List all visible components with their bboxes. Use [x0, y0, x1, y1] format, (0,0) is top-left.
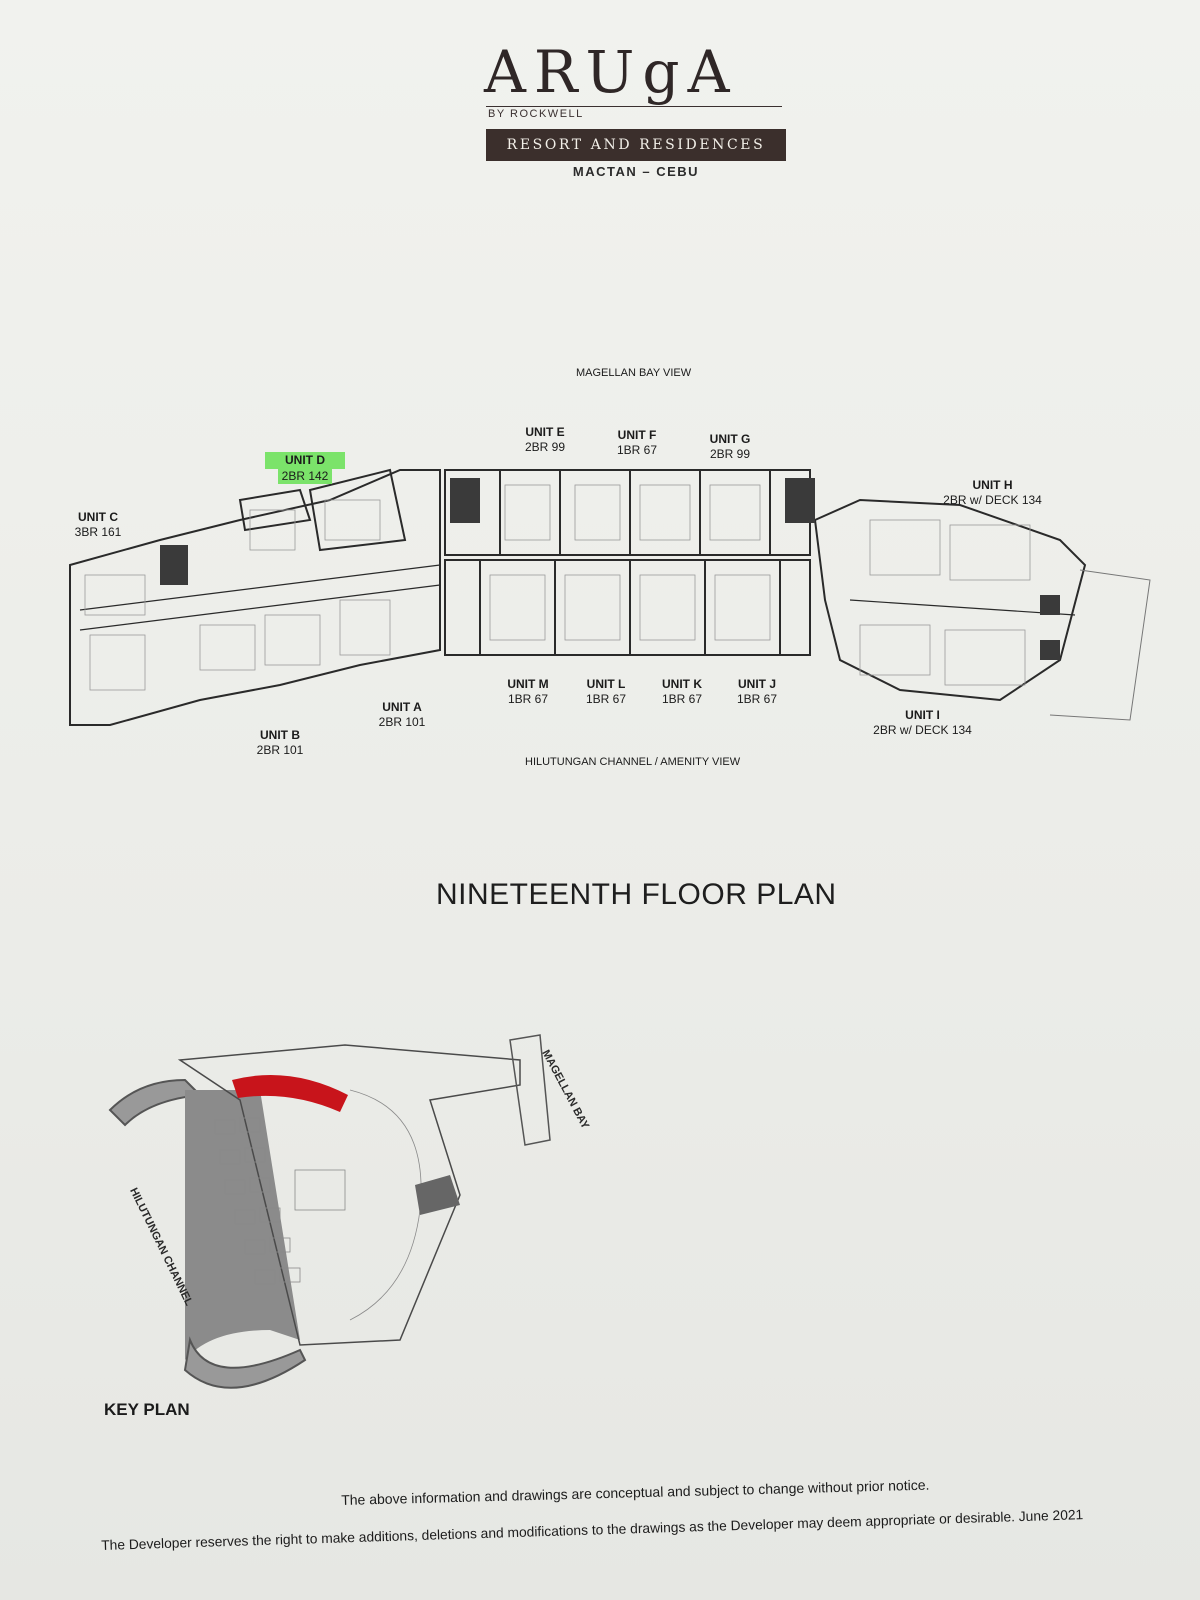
- logo-band: RESORT AND RESIDENCES: [486, 129, 786, 161]
- unit-spec: 1BR 67: [585, 692, 627, 706]
- unit-label-h: UNIT H 2BR w/ DECK 134: [930, 478, 1055, 508]
- unit-label-e: UNIT E 2BR 99: [505, 425, 585, 455]
- unit-name: UNIT B: [260, 728, 300, 742]
- unit-spec: 2BR w/ DECK 134: [873, 723, 972, 737]
- unit-label-d: UNIT D 2BR 142: [265, 452, 345, 484]
- unit-name: UNIT F: [617, 428, 657, 442]
- unit-spec: 2BR w/ DECK 134: [943, 493, 1042, 507]
- unit-label-g: UNIT G 2BR 99: [690, 432, 770, 462]
- west-wing-outline: [69, 469, 441, 726]
- unit-label-l: UNIT L 1BR 67: [566, 677, 646, 707]
- unit-name: UNIT I: [905, 708, 940, 722]
- unit-spec-highlighted: 2BR 142: [277, 468, 333, 484]
- unit-spec: 3BR 161: [74, 525, 122, 539]
- unit-spec: 2BR 99: [709, 447, 751, 461]
- logo-byline: BY ROCKWELL: [488, 108, 584, 120]
- unit-label-a: UNIT A 2BR 101: [362, 700, 442, 730]
- key-plan-highlight: [232, 1075, 348, 1112]
- unit-name-highlighted: UNIT D: [265, 452, 345, 469]
- unit-name: UNIT H: [972, 478, 1013, 492]
- key-plan-label: KEY PLAN: [104, 1400, 190, 1419]
- unit-label-b: UNIT B 2BR 101: [240, 728, 320, 758]
- unit-label-k: UNIT K 1BR 67: [642, 677, 722, 707]
- aruga-logo: ARUgA BY ROCKWELL RESORT AND RESIDENCES …: [470, 38, 800, 179]
- logo-divider: [486, 106, 782, 107]
- unit-spec: 1BR 67: [736, 692, 778, 706]
- unit-spec: 2BR 99: [524, 440, 566, 454]
- floor-plan-title: NINETEENTH FLOOR PLAN: [436, 878, 837, 911]
- central-bottom-block: [444, 559, 811, 656]
- key-plan-drawing: [108, 1034, 551, 1389]
- unit-name: UNIT J: [737, 677, 776, 691]
- unit-label-m: UNIT M 1BR 67: [488, 677, 568, 707]
- unit-spec: 2BR 101: [256, 743, 304, 757]
- unit-spec: 1BR 67: [616, 443, 658, 457]
- unit-name: UNIT C: [78, 510, 118, 524]
- unit-spec: 2BR 101: [378, 715, 426, 729]
- unit-name: UNIT K: [662, 677, 702, 691]
- bottom-view-label: HILUTUNGAN CHANNEL / AMENITY VIEW: [525, 756, 741, 768]
- unit-name: UNIT G: [709, 432, 751, 446]
- unit-label-c: UNIT C 3BR 161: [58, 510, 138, 540]
- unit-name: UNIT M: [507, 677, 549, 691]
- unit-name: UNIT A: [382, 700, 422, 714]
- unit-label-f: UNIT F 1BR 67: [597, 428, 677, 458]
- top-view-label: MAGELLAN BAY VIEW: [576, 367, 692, 379]
- unit-label-j: UNIT J 1BR 67: [717, 677, 797, 707]
- unit-name: UNIT L: [586, 677, 626, 691]
- unit-spec: 1BR 67: [661, 692, 703, 706]
- unit-label-i: UNIT I 2BR w/ DECK 134: [860, 708, 985, 738]
- logo-wordmark: ARUgA: [484, 38, 738, 106]
- logo-location: MACTAN – CEBU: [572, 164, 700, 179]
- unit-spec: 1BR 67: [507, 692, 549, 706]
- unit-name: UNIT E: [525, 425, 565, 439]
